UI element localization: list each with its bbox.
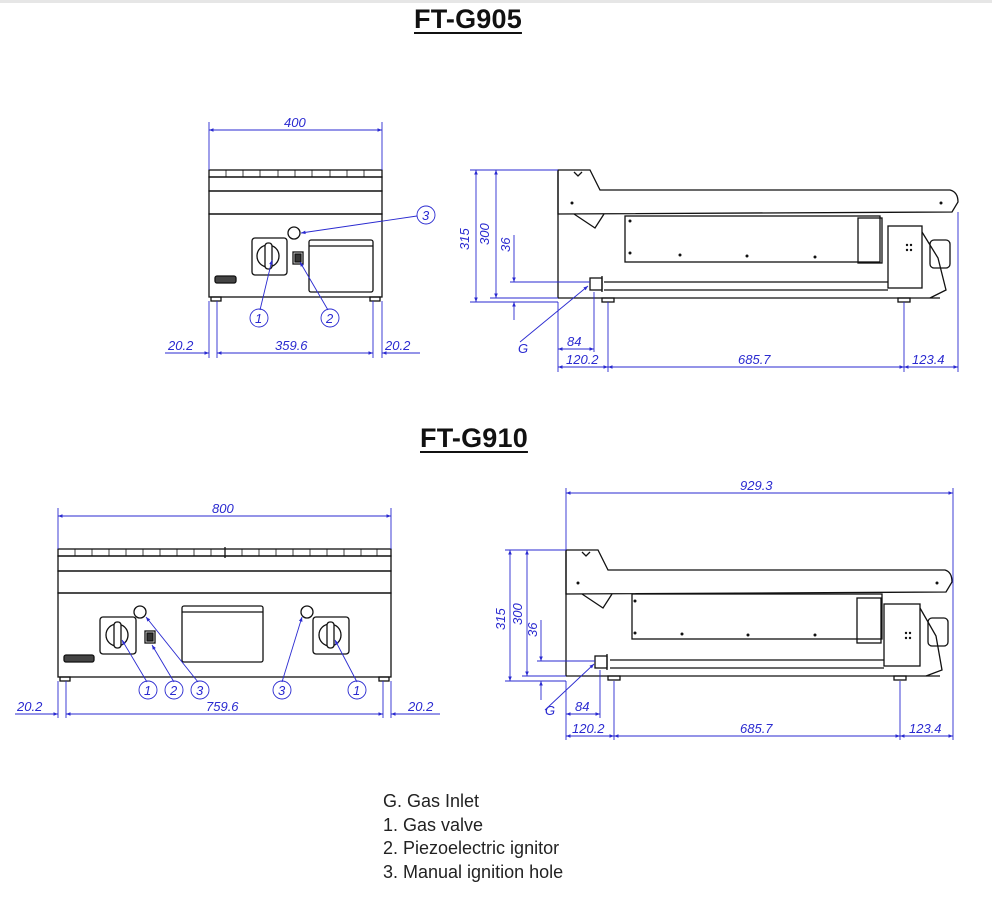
callout-3: 3 bbox=[422, 208, 430, 223]
ft-g905-side-dimensions bbox=[470, 169, 959, 372]
callout-2: 2 bbox=[169, 683, 178, 698]
dim-height-300: 300 bbox=[510, 603, 525, 625]
model-title-ft-g905: FT-G905 bbox=[414, 4, 522, 34]
dim-front-to-foot: 120.2 bbox=[572, 721, 605, 736]
dim-left-offset: 20.2 bbox=[167, 338, 194, 353]
dim-height-315: 315 bbox=[493, 608, 508, 630]
dim-depth-929: 929.3 bbox=[740, 478, 773, 493]
dim-gas-offset-84: 84 bbox=[567, 334, 581, 349]
callout-2: 2 bbox=[325, 311, 334, 326]
ft-g910-front-dimensions bbox=[15, 508, 440, 718]
dim-right-offset: 20.2 bbox=[384, 338, 411, 353]
ft-g905-side-view bbox=[557, 169, 959, 303]
gas-inlet-label: G bbox=[518, 341, 528, 356]
dim-feet-span: 685.7 bbox=[738, 352, 771, 367]
legend-item-gas-valve: 1. Gas valve bbox=[383, 814, 484, 835]
dim-feet-span: 359.6 bbox=[275, 338, 308, 353]
model-title-ft-g910: FT-G910 bbox=[420, 423, 528, 453]
dim-left-offset: 20.2 bbox=[16, 699, 43, 714]
dim-gas-height-36: 36 bbox=[498, 237, 513, 252]
legend: G. Gas Inlet 1. Gas valve 2. Piezoelectr… bbox=[383, 790, 563, 884]
dim-height-315: 315 bbox=[457, 228, 472, 250]
callout-3: 3 bbox=[196, 683, 204, 698]
legend-item-manual-ignition: 3. Manual ignition hole bbox=[383, 861, 564, 882]
top-border bbox=[0, 0, 992, 3]
callout-1: 1 bbox=[255, 311, 262, 326]
callout-1: 1 bbox=[144, 683, 151, 698]
ft-g905-front-dimensions bbox=[165, 122, 436, 358]
dim-gas-height-36: 36 bbox=[525, 622, 540, 637]
ft-g910-side-dimensions bbox=[505, 488, 954, 740]
dim-gas-offset-84: 84 bbox=[575, 699, 589, 714]
ft-g905-front-view bbox=[208, 169, 383, 302]
legend-item-gas-inlet: G. Gas Inlet bbox=[383, 791, 480, 811]
gas-inlet-label: G bbox=[545, 703, 555, 718]
dim-rear-overhang: 123.4 bbox=[912, 352, 945, 367]
dim-front-to-foot: 120.2 bbox=[566, 352, 599, 367]
ft-g910-front-view bbox=[57, 547, 392, 682]
dim-rear-overhang: 123.4 bbox=[909, 721, 942, 736]
dim-feet-span: 685.7 bbox=[740, 721, 773, 736]
callout-1: 1 bbox=[353, 683, 360, 698]
ft-g910-side-view bbox=[565, 549, 953, 681]
dim-width-800: 800 bbox=[212, 501, 234, 516]
dim-right-offset: 20.2 bbox=[407, 699, 434, 714]
dim-height-300: 300 bbox=[477, 223, 492, 245]
dim-width-400: 400 bbox=[284, 115, 306, 130]
legend-item-piezo-ignitor: 2. Piezoelectric ignitor bbox=[383, 838, 560, 858]
dim-feet-span: 759.6 bbox=[206, 699, 239, 714]
callout-3: 3 bbox=[278, 683, 286, 698]
